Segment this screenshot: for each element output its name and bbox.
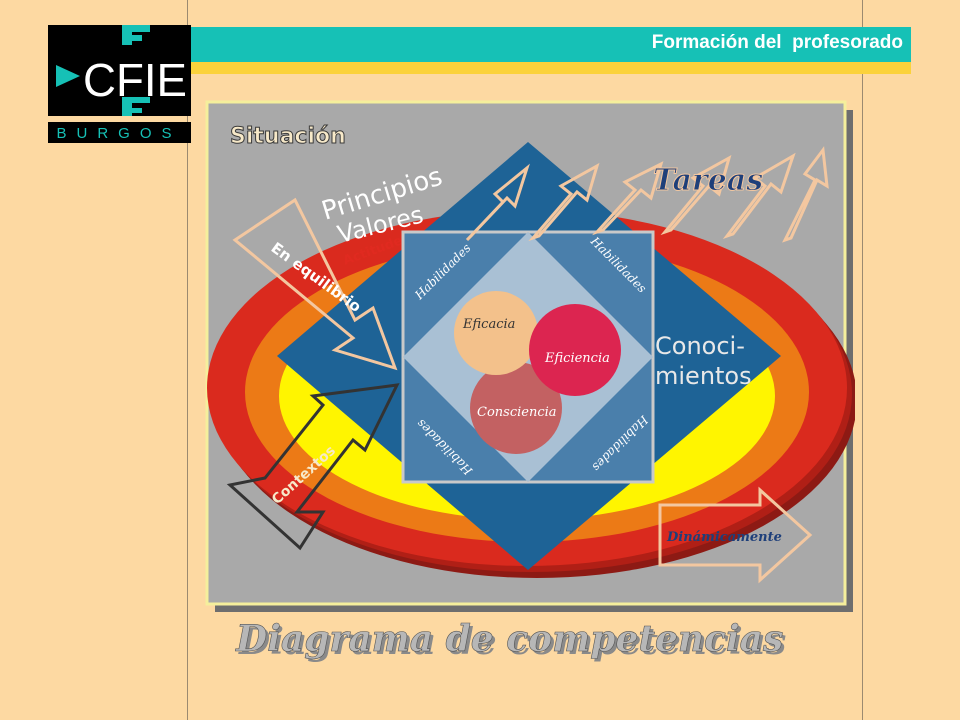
caption: Diagrama de competencias Diagrama de com… (235, 618, 786, 663)
header-underline (190, 62, 911, 74)
conocimientos-line2: mientos (655, 362, 752, 390)
tareas-label: Tareas (653, 163, 763, 198)
consciencia-circle (470, 362, 562, 454)
eficiencia-circle (529, 304, 621, 396)
dinamicamente-label: Dinámicamente (666, 530, 782, 545)
tarea-arrow-5 (722, 152, 796, 239)
eficacia-circle (454, 291, 538, 375)
eficacia-label: Eficacia (462, 317, 515, 332)
right-margin-line (862, 0, 863, 720)
equilibrio-arrow (232, 197, 398, 371)
consciencia-label: Consciencia (477, 405, 557, 420)
contextos-arrow (226, 383, 400, 551)
tarea-arrow-4 (660, 154, 732, 236)
dinamicamente-arrow (658, 486, 813, 584)
tarea-arrow-2 (528, 162, 600, 242)
header-bar: Formación del profesorado (190, 27, 911, 62)
competency-diagram: Situación Principios Valores Actitudes C… (205, 100, 855, 612)
conocimientos-line1: Conoci- (655, 332, 745, 360)
cfie-logo: CFIE BURGOS (48, 25, 191, 143)
logo-text: CFIE (83, 54, 187, 106)
tarea-arrow-3 (592, 161, 664, 236)
left-margin-line (187, 0, 188, 720)
tarea-arrow-6 (782, 146, 829, 243)
situation-label: Situación (230, 124, 346, 149)
logo-subtitle: BURGOS (56, 125, 181, 142)
tareas-arrows (465, 146, 829, 243)
caption-shadow: Diagrama de competencias (238, 621, 786, 663)
header-title: Formación del profesorado (651, 32, 903, 53)
caption-title: Diagrama de competencias (235, 618, 783, 660)
tarea-arrow-1 (465, 163, 530, 242)
eficiencia-label: Eficiencia (544, 351, 610, 366)
